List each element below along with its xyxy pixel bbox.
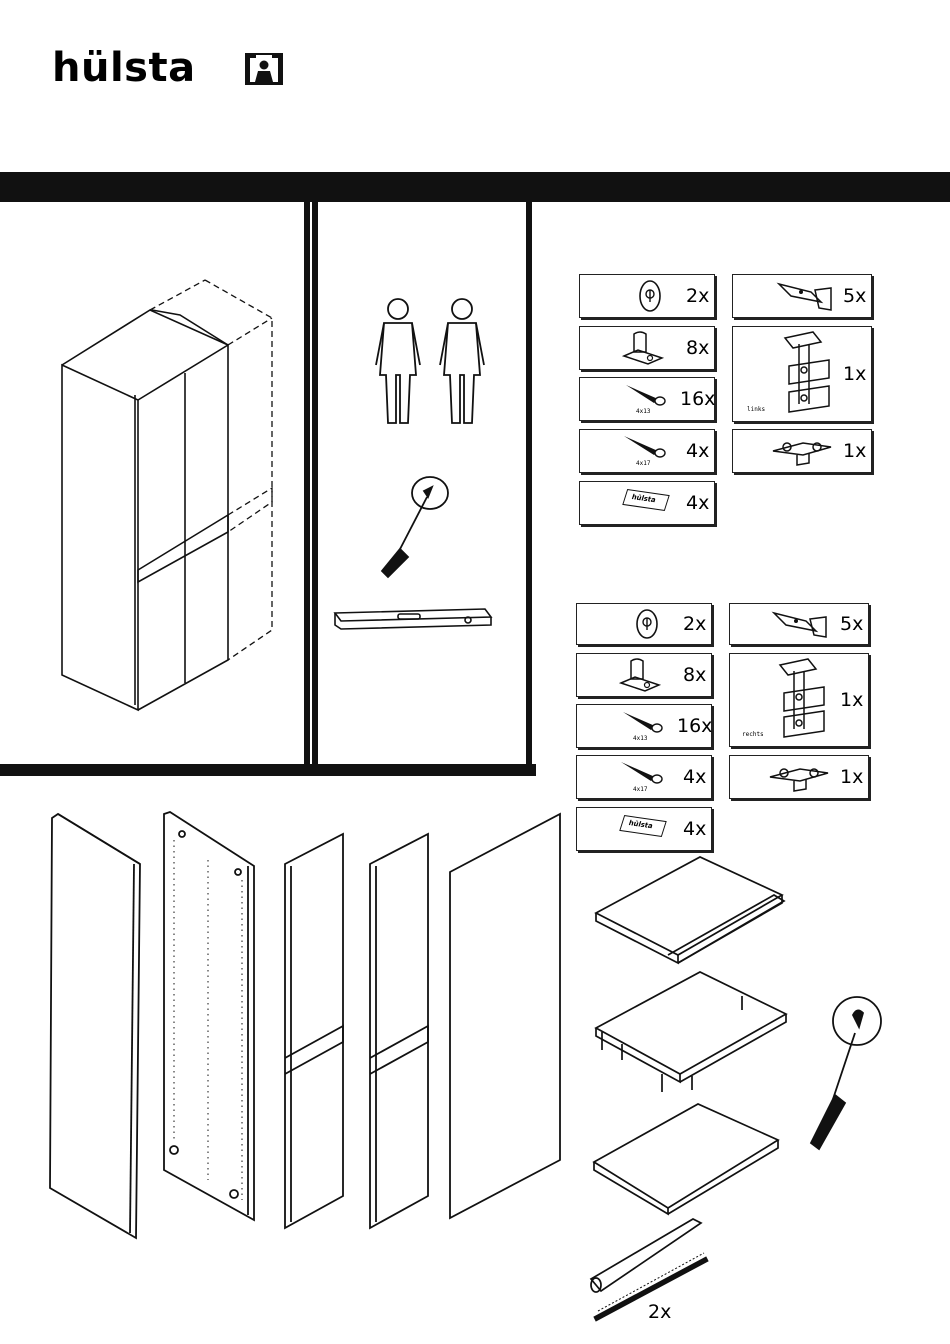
kit-left-qty-logo-plate: 4x [686,493,709,513]
door-panel-right-drawing [366,830,436,1230]
kit-right-item-cam-lock: 2x [576,603,712,645]
cam-lock-icon [632,607,662,641]
hinge-icon [775,278,835,314]
kit-right-item-hinge: 5x [729,603,869,645]
screw-icon [619,708,665,734]
kit-left-qty-screw-long: 4x [686,441,709,461]
screw-icon [619,759,665,785]
side-panel-left-drawing [44,808,144,1248]
small-hinge-icon [769,433,839,469]
cam-lock-icon [635,278,665,314]
screw-icon [622,381,668,407]
logo-plate-text: hülsta [631,493,657,504]
kit-right-item-screw-long: 4x17 4x [576,755,712,799]
large-hinge-icon [764,657,834,741]
kit-left-qty-small-hinge: 1x [843,441,866,461]
bottom-shelf-drawing [590,1100,790,1215]
kit-right-item-small-hinge: 1x [729,755,869,799]
kit-left-qty-screw-short: 16x [680,389,715,409]
back-panel-drawing [444,810,564,1220]
kit-right-qty-large-hinge: 1x [840,690,863,710]
top-shelf-drawing [592,855,792,970]
kit-left-item-cam-lock: 2x [579,274,715,318]
kit-left-item-shelf-bracket: 8x [579,326,715,370]
small-hinge-icon [766,759,836,795]
shelf-bracket-icon [617,657,663,693]
side-panel-drilled-drawing [158,810,258,1230]
kit-right-qty-shelf-bracket: 8x [683,665,706,685]
screwdriver-large-icon [785,995,895,1165]
kit-right-item-screw-short: 4x13 16x [576,704,712,748]
screw-icon [622,433,668,459]
kit-left-screw-size-label: 4x17 [636,460,650,467]
kit-right-qty-screw-long: 4x [683,767,706,787]
kit-right-qty-logo-plate: 4x [683,819,706,839]
kit-left-hinge-side-label: links [747,406,765,413]
kit-right-qty-cam-lock: 2x [683,614,706,634]
hinge-icon [770,607,830,641]
shelf-bracket-icon [620,330,666,366]
kit-right-hinge-side-label: rechts [742,731,764,738]
kit-left-qty-large-hinge: 1x [843,364,866,384]
middle-shelf-drawing [592,970,792,1100]
kit-right-item-shelf-bracket: 8x [576,653,712,697]
frame-bottom-bar [0,764,536,776]
kit-right-screw-size-label: 4x17 [633,786,647,793]
kit-right-screw-size-label: 4x13 [633,735,647,742]
spirit-level-icon [333,605,493,631]
kit-left-item-large-hinge: links 1x [732,326,872,422]
cabinet-assembled-drawing [40,270,340,730]
kit-right-qty-small-hinge: 1x [840,767,863,787]
brand-logo-icon [244,52,284,86]
logo-plate-icon: hülsta [619,815,667,837]
kit-right-item-large-hinge: rechts 1x [729,653,869,747]
kit-right-qty-screw-short: 16x [677,716,712,736]
kit-left-screw-size-label: 4x13 [636,408,650,415]
kit-left-item-small-hinge: 1x [732,429,872,473]
kit-right-qty-hinge: 5x [840,614,863,634]
rail-quantity: 2x [648,1302,671,1322]
logo-plate-text: hülsta [628,819,654,830]
kit-left-item-hinge: 5x [732,274,872,318]
kit-left-item-logo-plate: hülsta 4x [579,481,715,525]
kit-left-item-screw-long: 4x17 4x [579,429,715,473]
kit-left-qty-cam-lock: 2x [686,286,709,306]
large-hinge-icon [769,330,839,416]
screwdriver-icon [370,465,490,585]
logo-plate-icon: hülsta [622,489,670,511]
brand-wordmark: hülsta [52,48,196,88]
kit-left-qty-shelf-bracket: 8x [686,338,709,358]
kit-left-qty-hinge: 5x [843,286,866,306]
two-persons-icon [370,295,500,430]
kit-left-item-screw-short: 4x13 16x [579,377,715,421]
door-panel-left-drawing [281,830,351,1230]
kit-right-item-logo-plate: hülsta 4x [576,807,712,851]
